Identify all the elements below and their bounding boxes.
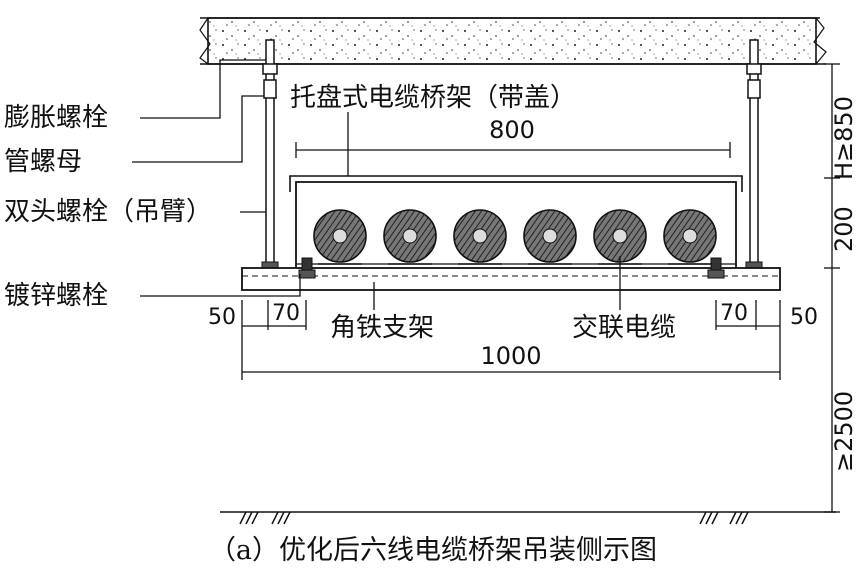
expansion-bolt-label: 膨胀螺栓 <box>4 103 108 133</box>
xlpe-cable <box>383 209 437 265</box>
left-hanger-rod <box>261 39 279 281</box>
xlpe-cable <box>593 209 647 265</box>
right-hanger-rod <box>745 39 763 281</box>
pipe-nut-label: 管螺母 <box>4 147 82 177</box>
height-mid-value: 200 <box>830 206 858 252</box>
leader-lines <box>132 59 621 310</box>
angle-bracket-label: 角铁支架 <box>330 313 434 343</box>
left-offset-value: 70 <box>272 301 300 326</box>
left-margin-value: 50 <box>208 305 236 330</box>
xlpe-cable <box>313 209 367 265</box>
tray-width-dimension <box>295 142 731 158</box>
bottom-dimension-lines <box>241 300 781 380</box>
xlpe-cable <box>663 209 717 265</box>
xlpe-cable <box>453 209 507 265</box>
tray-bolt-left <box>298 257 316 279</box>
height-top-value: H≥850 <box>830 96 858 180</box>
galvanized-bolt-label: 镀锌螺栓 <box>4 281 108 311</box>
total-width-value: 1000 <box>480 342 541 370</box>
figure-caption: （a）优化后六线电缆桥架吊装侧示图 <box>208 535 658 566</box>
tray-title-label: 托盘式电缆桥架（带盖） <box>290 83 576 113</box>
cable-tray <box>289 175 743 268</box>
tray-width-value: 800 <box>489 116 535 144</box>
right-margin-value: 50 <box>790 305 818 330</box>
double-head-bolt-label: 双头螺栓（吊臂） <box>4 197 212 227</box>
angle-steel-bracket <box>241 267 781 291</box>
height-bottom-value: ≥2500 <box>830 391 858 472</box>
concrete-slab <box>199 17 827 65</box>
right-offset-value: 70 <box>720 301 748 326</box>
floor-line <box>220 511 836 525</box>
cable-group <box>313 209 717 265</box>
xlpe-cable-label: 交联电缆 <box>572 313 676 343</box>
xlpe-cable <box>523 209 577 265</box>
